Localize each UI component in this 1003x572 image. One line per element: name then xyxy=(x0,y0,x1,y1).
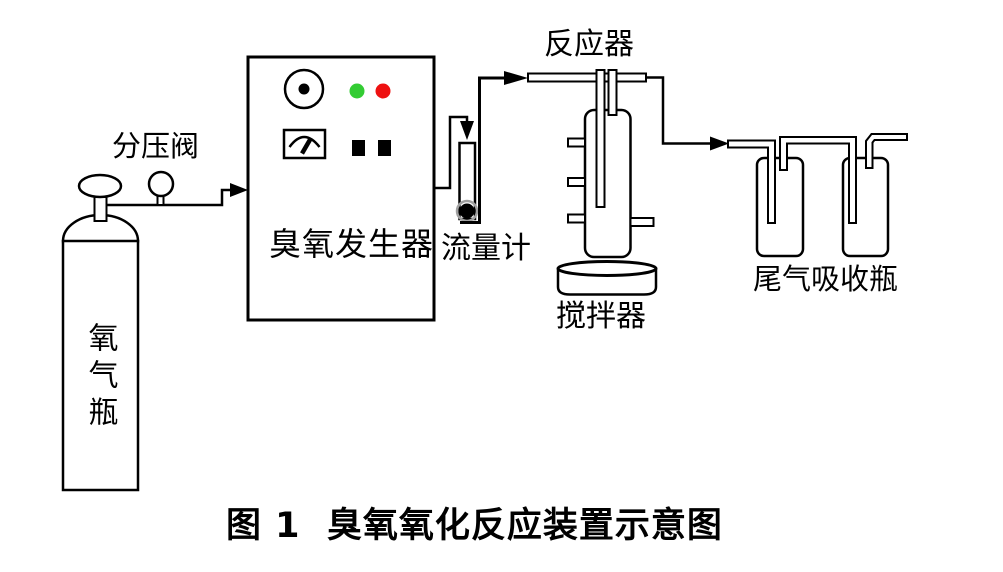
absorption-bottles xyxy=(727,133,908,258)
outlet-pipe xyxy=(434,115,469,190)
cylinder-valve-knob xyxy=(77,173,123,199)
arrow-right-icon xyxy=(504,71,528,85)
vent-line xyxy=(646,76,711,145)
label-oxygen-cylinder: 氧气瓶 xyxy=(82,322,118,433)
label-tail-gas-bottles: 尾气吸收瓶 xyxy=(753,262,899,296)
generator-outlet-pipe xyxy=(434,115,474,190)
generator-box xyxy=(246,55,436,322)
indicator-light-green xyxy=(349,83,365,99)
arrow-right-icon xyxy=(710,136,729,151)
reactor-vessel xyxy=(583,108,632,259)
reactor-nozzle-left-2 xyxy=(567,177,586,187)
gauge-needle xyxy=(300,136,313,155)
switch-button-1 xyxy=(352,140,365,156)
riser-pipe xyxy=(460,76,505,224)
arrow-down-icon xyxy=(460,121,474,140)
label-stirrer: 搅拌器 xyxy=(556,299,646,334)
stirrer xyxy=(556,260,658,296)
reactor xyxy=(527,69,655,259)
pressure-valve-gauge xyxy=(147,170,175,198)
stirrer-top xyxy=(556,260,658,277)
bottle1-inlet-tube xyxy=(727,139,776,224)
label-flow-meter: 流量计 xyxy=(441,231,531,266)
gauge-arc xyxy=(288,135,321,148)
indicator-light-red xyxy=(375,83,391,99)
oxygen-cylinder xyxy=(61,173,140,492)
power-knob-dot xyxy=(298,83,310,95)
cylinder-neck xyxy=(93,196,108,222)
flowmeter-tube xyxy=(458,141,477,221)
reactor-feed-tube xyxy=(527,72,647,83)
label-pressure-valve: 分压阀 xyxy=(112,129,200,163)
flow-meter xyxy=(455,71,528,224)
vent-pipe xyxy=(646,76,729,151)
label-ozone-generator: 臭氧发生器 xyxy=(269,225,435,263)
bottle2-outlet-tube xyxy=(865,133,908,169)
flowmeter-float xyxy=(459,203,475,219)
reactor-inner-tube-long xyxy=(595,69,606,208)
gauge-meter-icon xyxy=(282,128,327,160)
reactor-nozzle-right xyxy=(629,217,655,227)
switch-button-2 xyxy=(378,140,391,156)
figure-caption: 图 1 臭氧氧化反应装置示意图 xyxy=(226,506,723,546)
arrow-right-icon xyxy=(230,183,248,197)
reactor-nozzle-left-1 xyxy=(567,137,586,148)
bottle1-to-bottle2-tube xyxy=(779,136,857,224)
label-reactor: 反应器 xyxy=(544,27,634,62)
valve-pipe xyxy=(107,170,248,207)
reactor-nozzle-left-3 xyxy=(567,213,586,224)
absorption-bottle-1 xyxy=(755,156,805,258)
ozone-generator-cabinet xyxy=(246,55,436,322)
cylinder-body xyxy=(61,239,140,492)
reactor-inner-tube-short xyxy=(607,69,618,116)
